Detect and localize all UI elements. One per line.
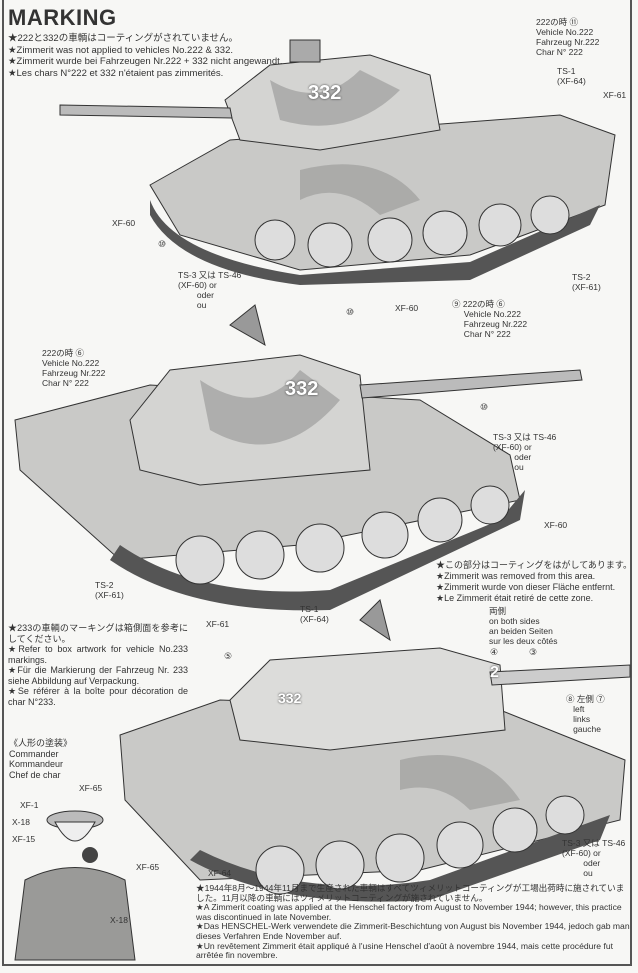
commander-heading: 《人形の塗装》 Commander Kommandeur Chef de cha… [9,738,72,780]
zimmerit-history-note: ★1944年8月～1944年11月まで生産された車輌はすべてツィメリットコーティ… [196,883,630,961]
tank1-xf60-label: XF-60 [112,218,136,228]
tank2-ts2-label: TS-2 (XF-61) [95,580,124,600]
tank1-ts2-label: TS-2 (XF-61) [572,272,601,292]
commander-figure-drawing [14,810,136,961]
note-line-jp: ★1944年8月～1944年11月まで生産された車輌はすべてツィメリットコーティ… [196,883,625,903]
tank3-left-side-label: ⑧ 左側 ⑦ left links gauche [566,694,605,734]
tank-3-drawing [119,599,631,902]
note-line-fr: ★Le Zimmerit était retiré de cette zone. [436,593,594,603]
tank-2-drawing [14,304,583,611]
tank3-barrel-number: 2 [490,664,499,681]
note-line-en: ★Refer to box artwork for vehicle No.233… [8,644,188,665]
tank1-ts3-label: TS-3 又は TS-46 (XF-60) or oder ou [178,270,242,310]
both-sides-jp: 両側 [489,606,507,616]
tank1-callout-10: ⑩ [158,240,167,250]
tank3-callout-3: ③ [529,648,538,658]
both-sides-de: an beiden Seiten [489,626,553,636]
no-zimmerit-note: ★222と332の車輌はコーティングがされていません。 ★Zimmerit wa… [8,33,368,79]
note-line-jp: ★この部分はコーティングをはがしてあります。 [436,560,633,570]
figure-insignia-color: XF-1 [20,800,39,810]
tank2-turret-number: 332 [285,378,319,400]
tank1-xf61-label: XF-61 [603,90,627,100]
tank-1-drawing [59,39,616,285]
tank3-callout-4: ④ [490,648,499,658]
vehicle-233-note: ★233の車輌のマーキングは箱側面を参考にしてください。 ★Refer to b… [8,623,188,707]
tank2-vehicle-222-label: 222の時 ⑥ Vehicle No.222 Fahrzeug Nr.222 C… [42,348,106,388]
page-title: MARKING [8,5,117,30]
tank1-vehicle-222b-label: ⑨ 222の時 ⑥ Vehicle No.222 Fahrzeug Nr.222… [452,299,528,339]
tank3-ts3-label: TS-3 又は TS-46 (XF-60) or oder ou [562,838,626,878]
tank2-ts1-label: TS-1 (XF-64) [300,604,329,624]
tank1-turret-number: 332 [308,82,342,104]
figure-face-color: XF-15 [12,834,36,844]
tank2-ts3-label: TS-3 又は TS-46 (XF-60) or oder ou [493,432,557,472]
both-sides-fr: sur les deux côtés [489,636,558,646]
note-line-en: ★Zimmerit was removed from this area. [436,571,596,581]
tank1-callout-10b: ⑩ [346,308,355,318]
note-line-de: ★Für die Markierung der Fahrzeug Nr. 233… [8,665,188,686]
note-line-fr: ★Les chars N°222 et 332 n'étaient pas zi… [8,67,224,79]
tank1-vehicle-222-label: 222の時 ⑪ Vehicle No.222 Fahrzeug Nr.222 C… [536,17,600,57]
tank3-turret-number: 332 [278,690,302,706]
tank2-callout-10: ⑩ [480,403,489,413]
note-line-en: ★Zimmerit was not applied to vehicles No… [8,44,234,56]
tank1-ts1-label: TS-1 (XF-64) [557,66,586,86]
heading-de: Kommandeur [9,759,64,769]
zimmerit-removed-note: ★この部分はコーティングをはがしてあります。 ★Zimmerit was rem… [436,560,632,604]
tank2-xf60-label: XF-60 [544,520,568,530]
figure-cap-color: XF-65 [79,783,103,793]
heading-en: Commander [9,748,59,759]
figure-headset-color: XF-65 [136,862,160,872]
note-line-jp: ★222と332の車輌はコーティングがされていません。 [8,33,239,44]
figure-visor-color: X-18 [12,817,30,827]
tank2-xf61-label: XF-61 [206,619,230,629]
note-line-de: ★Zimmerit wurde bei Fahrzeugen Nr.222 + … [8,56,283,67]
tank3-callout-5: ⑤ [224,652,233,662]
tank1-xf60b-label: XF-60 [395,303,419,313]
note-line-fr: ★Un revêtement Zimmerit était appliqué à… [196,940,614,961]
tank3-xf64-label: XF-64 [208,868,232,878]
heading-fr: Chef de char [9,769,61,780]
note-line-de: ★Zimmerit wurde von dieser Fläche entfer… [436,582,616,592]
note-line-jp: ★233の車輌のマーキングは箱側面を参考にしてください。 [8,623,188,644]
note-line-en: ★A Zimmerit coating was applied at the H… [196,902,622,922]
note-line-fr: ★Se référer à la boîte pour décoration d… [8,686,188,707]
figure-x18-color: X-18 [110,915,128,925]
note-line-de: ★Das HENSCHEL-Werk verwendete die Zimmer… [196,921,630,941]
both-sides-en: on both sides [489,616,540,626]
heading-jp: 《人形の塗装》 [9,738,73,748]
